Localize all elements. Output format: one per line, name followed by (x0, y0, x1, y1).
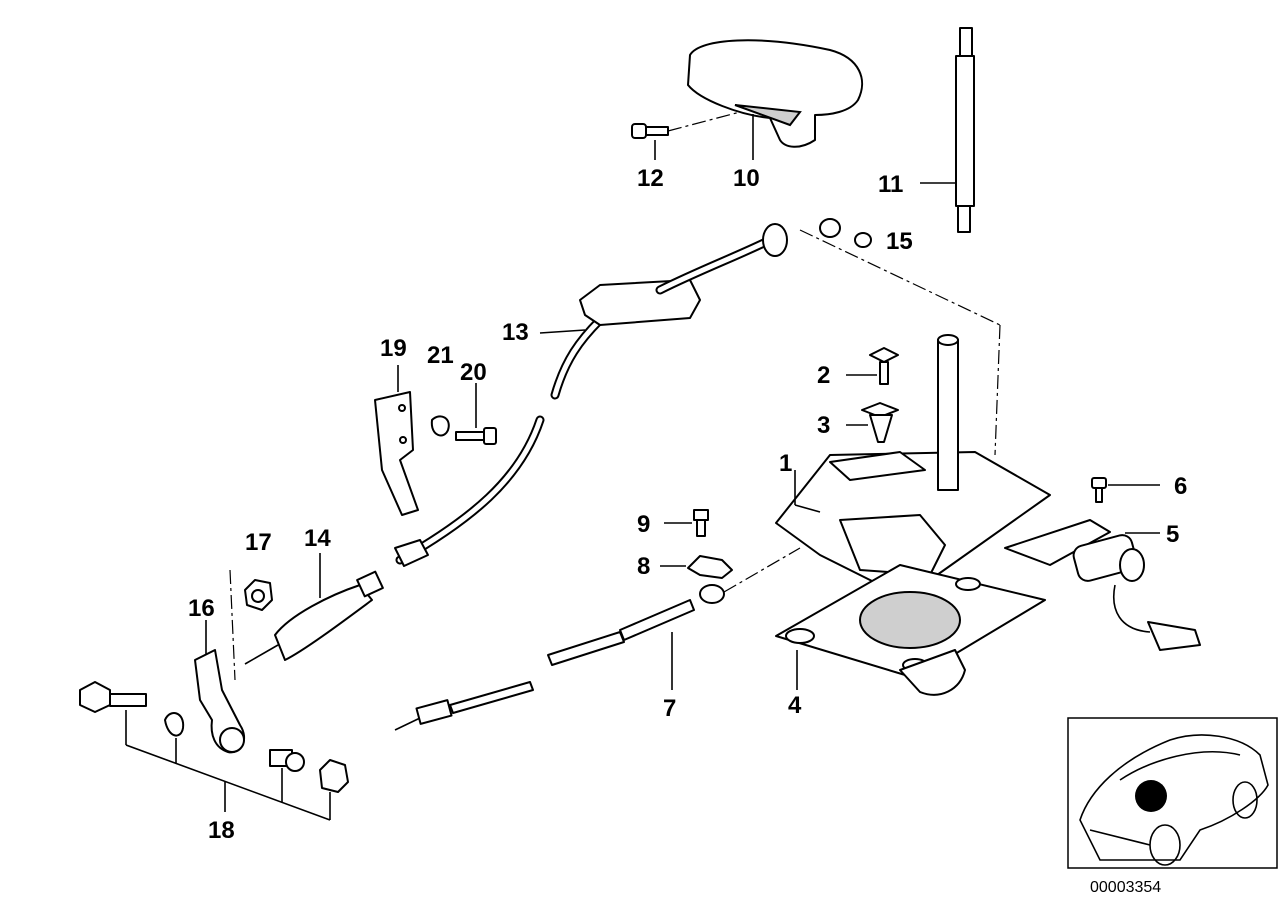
callout-7: 7 (663, 695, 676, 722)
vehicle-locator-inset (1067, 717, 1278, 869)
grommet-part-3 (846, 402, 899, 443)
clip-part-21 (430, 415, 450, 437)
gasket-part-4 (775, 564, 1046, 696)
shift-knob-part (687, 39, 863, 160)
selector-housing-part-1 (775, 334, 1051, 586)
screw-part-2 (846, 347, 899, 385)
bolt-part-12 (631, 111, 741, 160)
callout-3: 3 (817, 412, 830, 439)
reference-number: 00003354 (1090, 879, 1161, 896)
callout-16: 16 (188, 595, 215, 622)
location-marker (1135, 780, 1167, 812)
clip-part-8 (687, 555, 733, 579)
callout-13: 13 (502, 319, 529, 346)
screw-part-6 (1091, 477, 1160, 503)
sensor-part-5 (1004, 519, 1201, 651)
callout-14: 14 (304, 525, 331, 552)
callout-12: 12 (637, 165, 664, 192)
callout-19: 19 (380, 335, 407, 362)
callout-9: 9 (637, 511, 650, 538)
lever-part-16 (194, 620, 246, 754)
callout-10: 10 (733, 165, 760, 192)
bracket-part-19 (374, 365, 419, 516)
selector-rod-part-7 (394, 547, 801, 731)
callout-4: 4 (788, 692, 802, 719)
screw-part-9 (664, 509, 709, 537)
callout-8: 8 (637, 553, 650, 580)
callout-5: 5 (1166, 521, 1179, 548)
bellows-part-14 (244, 553, 384, 665)
cable-part-13 (394, 218, 1001, 567)
shift-rod-part-11 (920, 27, 975, 233)
callout-18: 18 (208, 817, 235, 844)
callout-21: 21 (427, 342, 454, 369)
nut-part-17 (244, 579, 273, 611)
callout-1: 1 (779, 450, 792, 477)
hardware-set-part-18 (79, 681, 349, 821)
callout-20: 20 (460, 359, 487, 386)
callout-11: 11 (878, 171, 903, 198)
callout-15: 15 (886, 228, 913, 255)
screw-part-20 (455, 383, 497, 445)
callout-17: 17 (245, 529, 272, 556)
callout-6: 6 (1174, 473, 1187, 500)
callout-2: 2 (817, 362, 830, 389)
